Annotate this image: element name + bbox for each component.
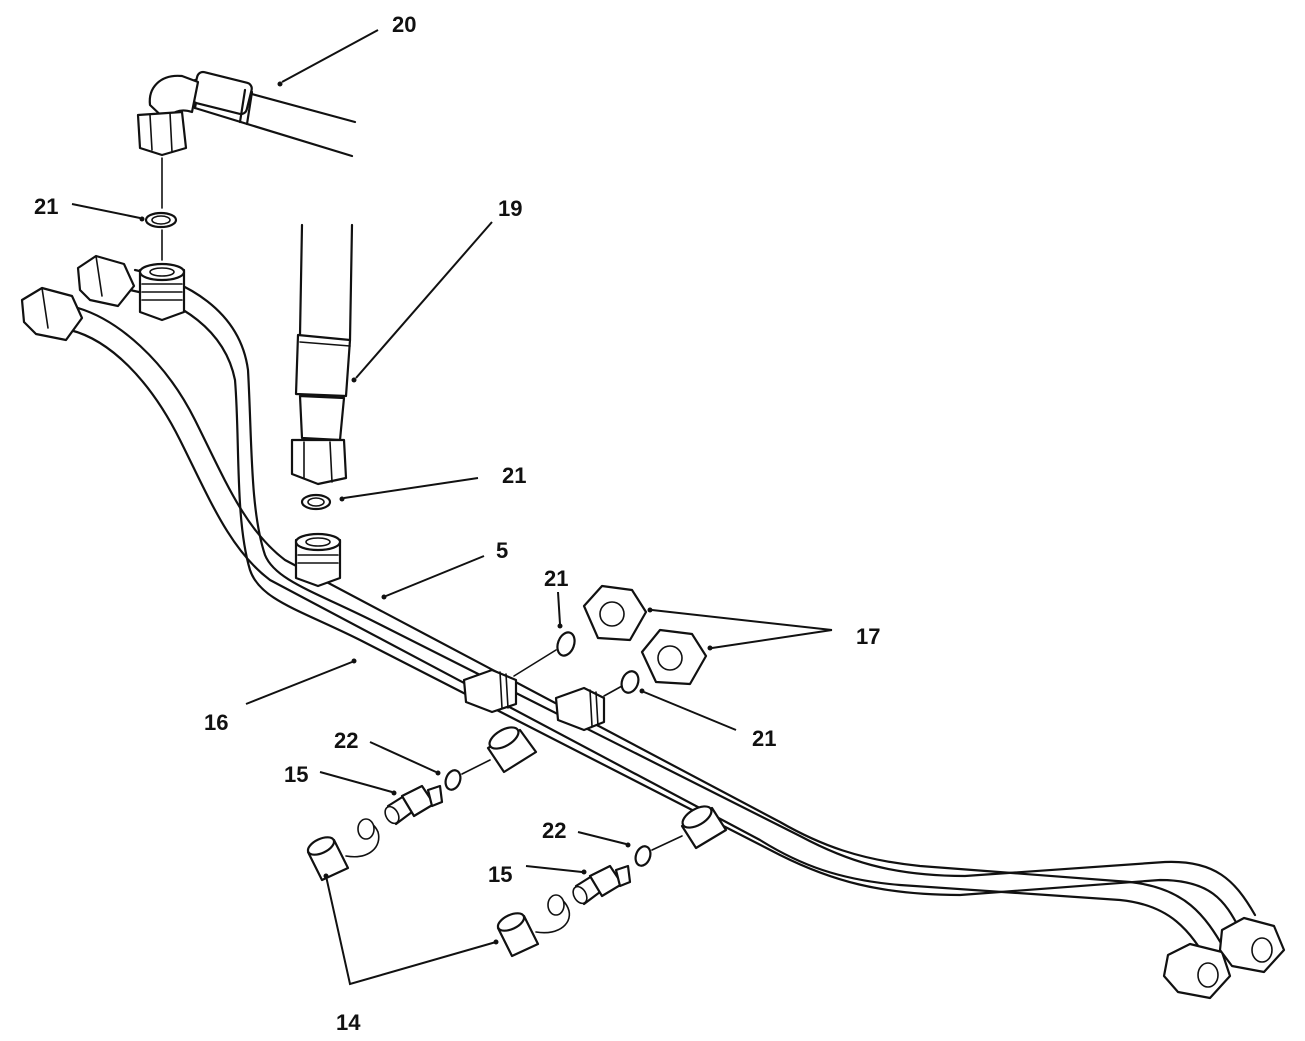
o-ring-21-fit <box>513 631 576 677</box>
sleeve-a <box>486 726 538 774</box>
nut-17-a <box>582 584 648 642</box>
o-ring-22-left <box>444 759 491 791</box>
callout-15-left: 15 <box>284 762 308 787</box>
callout-21-mid: 21 <box>502 463 526 488</box>
leader-lines <box>71 29 833 986</box>
callout-22-left: 22 <box>334 728 358 753</box>
fitting-mid-boss <box>294 532 342 588</box>
sleeve-b <box>680 805 728 850</box>
fitting-top-boss <box>138 262 186 322</box>
callout-5: 5 <box>496 538 508 563</box>
test-fitting-15-left <box>384 784 444 826</box>
boss-threaded-b <box>554 686 606 732</box>
tube-16 <box>68 306 1227 967</box>
nut-17-b <box>640 628 708 686</box>
hose-20 <box>136 70 357 158</box>
dust-cap-14-left <box>306 818 380 882</box>
hose-19 <box>290 223 354 486</box>
fitting-right-b <box>1218 916 1286 974</box>
fitting-left-a <box>20 286 84 342</box>
o-ring-21-mid <box>300 493 332 511</box>
boss-threaded-a <box>462 668 518 714</box>
o-ring-22-right <box>634 835 683 867</box>
o-ring-21-top <box>144 157 178 261</box>
callout-17: 17 <box>856 624 880 649</box>
fitting-left-b <box>76 254 136 308</box>
callout-15-right: 15 <box>488 862 512 887</box>
callout-labels: 20 21 19 21 5 21 17 21 16 22 15 22 15 14 <box>34 12 880 1035</box>
test-fitting-15-right <box>572 864 632 906</box>
callout-21-top: 21 <box>34 194 58 219</box>
tube-5 <box>128 268 1257 932</box>
o-ring-21-right <box>603 670 640 697</box>
callout-22-right: 22 <box>542 818 566 843</box>
callout-21-right: 21 <box>752 726 776 751</box>
callout-20: 20 <box>392 12 416 37</box>
callout-19: 19 <box>498 196 522 221</box>
dust-cap-14-right <box>496 894 571 958</box>
callout-21-fitting: 21 <box>544 566 568 591</box>
callout-14: 14 <box>336 1010 361 1035</box>
callout-16: 16 <box>204 710 228 735</box>
fitting-right-a <box>1162 942 1232 1000</box>
